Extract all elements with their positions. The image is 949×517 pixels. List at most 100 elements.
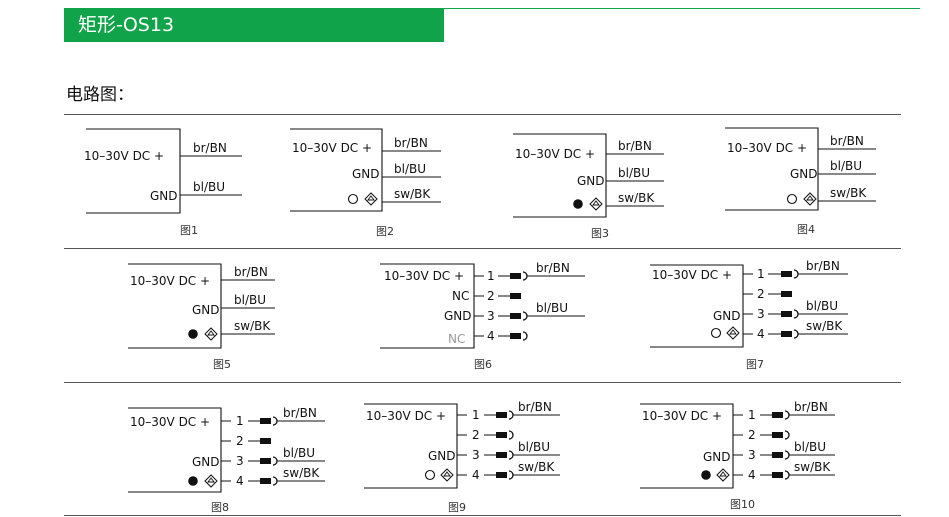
no-output-icon [786,193,798,205]
pin-3: 3 [757,307,765,321]
pin-3: 3 [748,448,756,462]
wire-blue: bl/BU [283,446,315,460]
wire-black: sw/BK [794,460,831,474]
figure-9: 10–30V DC + GND 1 2 3 4 br/BN bl/BU sw/B… [364,400,560,514]
figure-label: 图7 [746,358,764,371]
wire-blue: bl/BU [193,180,225,194]
pin-4: 4 [757,327,765,341]
wire-brown: br/BN [234,265,268,279]
supply-label: 10–30V DC + [292,141,372,155]
gnd-label: GND [790,167,818,181]
wire-blue: bl/BU [618,166,650,180]
wire-black: sw/BK [394,187,431,201]
figure-label: 图1 [180,224,198,237]
supply-label: 10–30V DC + [642,409,722,423]
pin-2: 2 [748,428,756,442]
nc-output-icon [573,199,583,209]
figure-6: 10–30V DC + NC GND NC 1 2 3 4 br/BN bl/B… [380,261,585,371]
pin-1: 1 [757,267,765,281]
pin-1: 1 [487,269,495,283]
no-output-icon [424,469,436,481]
supply-label: 10–30V DC + [84,149,164,163]
wire-black: sw/BK [518,460,555,474]
pin-2: 2 [757,287,765,301]
supply-label: 10–30V DC + [384,269,464,283]
wire-brown: br/BN [394,136,428,150]
nc-output-icon [188,329,198,339]
gnd-label: GND [428,449,456,463]
wire-brown: br/BN [536,261,570,275]
pin-2: 2 [472,428,480,442]
sensor-icon [716,468,730,482]
pin-4: 4 [487,329,495,343]
sensor-icon [803,192,817,206]
pin-2: 2 [236,434,244,448]
pin-1: 1 [236,414,244,428]
pin-3: 3 [487,309,495,323]
wire-brown: br/BN [283,406,317,420]
supply-label: 10–30V DC + [652,268,732,282]
figure-label: 图10 [730,498,755,511]
divider-3 [64,382,901,383]
sensor-icon [589,197,603,211]
gnd-label: GND [352,167,380,181]
wire-blue: bl/BU [234,293,266,307]
page-title: 矩形-OS13 [64,8,444,42]
pin-1: 1 [472,408,480,422]
supply-label: 10–30V DC + [366,409,446,423]
wire-black: sw/BK [830,186,867,200]
sensor-icon [364,192,378,206]
divider-1 [64,114,901,115]
no-output-icon [347,193,359,205]
wire-brown: br/BN [518,400,552,414]
gnd-label: GND [577,174,605,188]
supply-label: 10–30V DC + [727,141,807,155]
wire-black: sw/BK [234,319,271,333]
no-output-icon [710,327,722,339]
figure-label: 图5 [213,358,231,371]
nc-output-icon [188,476,198,486]
nc-label-gray: NC [448,332,465,346]
gnd-label: GND [192,303,220,317]
sensor-icon [726,326,740,340]
figure-4: 10–30V DC + GND br/BN bl/BU sw/BK 图4 [725,127,876,236]
figure-10: 10–30V DC + GND 1 2 3 4 br/BN bl/BU sw/B… [640,400,835,511]
pin-4: 4 [472,468,480,482]
gnd-label: GND [444,309,472,323]
wire-blue: bl/BU [806,299,838,313]
sensor-icon [440,468,454,482]
divider-2 [64,248,901,249]
wire-blue: bl/BU [536,301,568,315]
gnd-label: GND [150,189,178,203]
nc-label: NC [452,289,469,303]
wire-blue: bl/BU [830,159,862,173]
figure-label: 图8 [211,501,229,514]
figure-1: 10–30V DC + GND br/BN bl/BU 图1 [84,128,242,237]
wire-brown: br/BN [794,400,828,414]
pin-1: 1 [748,408,756,422]
figure-5: 10–30V DC + GND br/BN bl/BU sw/BK 图5 [128,263,275,371]
supply-label: 10–30V DC + [130,415,210,429]
figure-7: 10–30V DC + GND 1 2 3 4 br/BN bl/BU sw/B… [650,259,848,371]
gnd-label: GND [703,450,731,464]
wire-black: sw/BK [283,466,320,480]
pin-3: 3 [236,454,244,468]
sensor-icon [204,474,218,488]
figure-label: 图3 [591,227,609,240]
wire-brown: br/BN [618,139,652,153]
wire-brown: br/BN [830,134,864,148]
divider-4 [64,515,901,516]
supply-label: 10–30V DC + [515,147,595,161]
pin-4: 4 [748,468,756,482]
pin-4: 4 [236,474,244,488]
gnd-label: GND [192,455,220,469]
section-heading: 电路图： [66,85,134,105]
wire-black: sw/BK [806,319,843,333]
pin-3: 3 [472,448,480,462]
wire-brown: br/BN [806,259,840,273]
wire-brown: br/BN [193,141,227,155]
wire-blue: bl/BU [518,440,550,454]
nc-output-icon [701,470,711,480]
figure-label: 图2 [376,225,394,238]
